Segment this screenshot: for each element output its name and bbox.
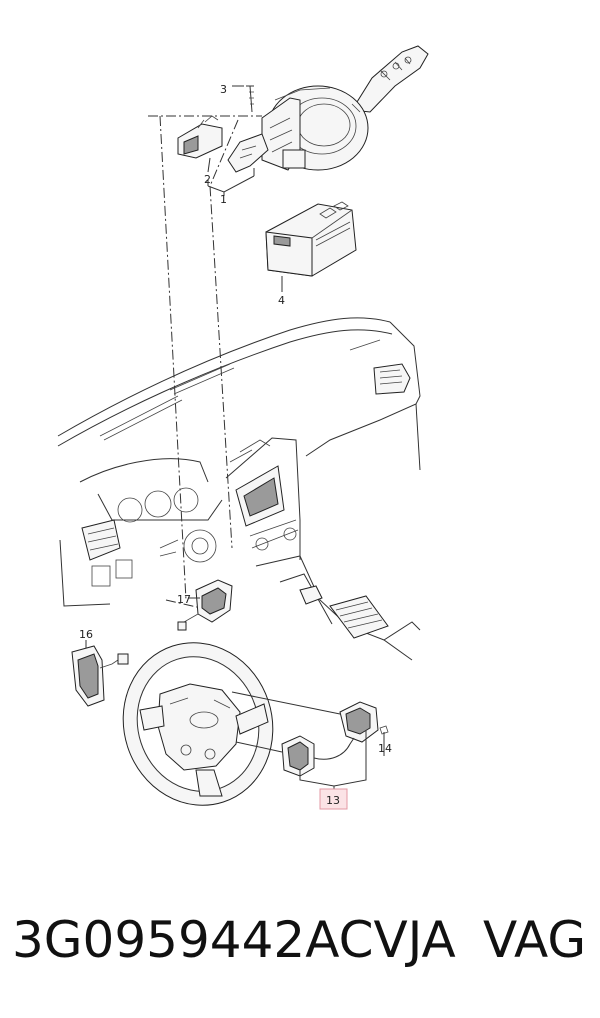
callout-1: 1: [220, 193, 227, 206]
part-number-label: 3G0959442ACVJA: [12, 911, 456, 969]
callout-3: 3: [220, 83, 227, 96]
control-unit: [265, 201, 357, 292]
leader-lines-upper: [207, 157, 255, 196]
screw: [232, 85, 254, 113]
dashboard: [57, 317, 421, 661]
steering-column-switch: [227, 45, 429, 173]
steering-wheel: [122, 642, 274, 806]
callout-14: 14: [378, 742, 392, 755]
reference-lines: [148, 115, 262, 611]
callout-17: 17: [177, 593, 191, 606]
callout-2: 2: [204, 173, 211, 186]
callout-13: 13: [326, 794, 340, 807]
callout-13-highlight: [319, 788, 348, 810]
parts-diagram: 3 2 1 4 17 16 14 13: [57, 45, 429, 810]
button-module-left: [177, 579, 233, 631]
callout-16: 16: [79, 628, 93, 641]
multifunction-buttons: [231, 691, 389, 790]
callout-4: 4: [278, 294, 285, 307]
brand-label: VAG: [483, 911, 587, 969]
button-module-lower-left: [71, 640, 129, 707]
adapter-clip: [177, 115, 223, 159]
